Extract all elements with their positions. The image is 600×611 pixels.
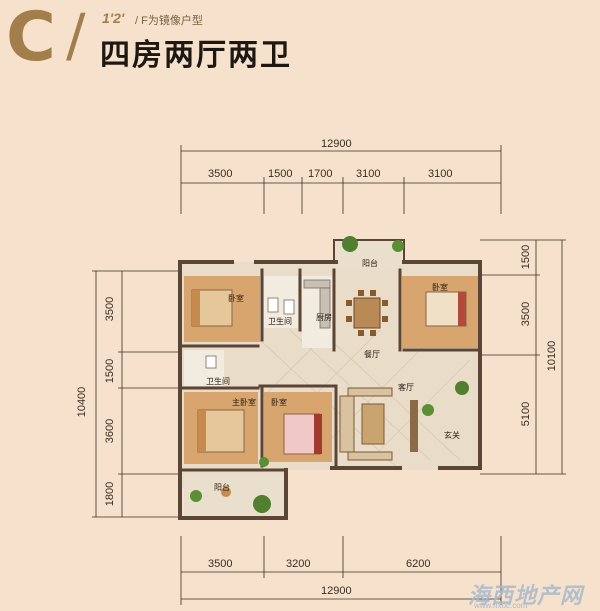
- room-bath-1: 卫生间: [268, 317, 292, 326]
- room-living: 客厅: [398, 383, 414, 392]
- floor-areas: [180, 240, 480, 518]
- left-dimension-lines: [92, 270, 180, 518]
- room-bedroom-ne: 卧室: [432, 283, 448, 292]
- room-balcony-top: 阳台: [362, 259, 378, 268]
- bottom-dimension-lines: [180, 536, 502, 605]
- plan-code: 1'2': [102, 10, 125, 26]
- top-total-dimension: 12900: [321, 138, 352, 150]
- top-dimension-3: 1700: [308, 168, 333, 180]
- top-dimension-1: 3500: [208, 168, 233, 180]
- furniture: [190, 236, 469, 513]
- bottom-dimension-3: 6200: [406, 558, 431, 570]
- header-slash: /: [66, 1, 86, 69]
- top-dimension-lines: [180, 145, 502, 214]
- room-bedroom-mid: 卧室: [271, 398, 287, 407]
- room-balcony-bottom: 阳台: [214, 483, 230, 492]
- room-bedroom-nw: 卧室: [228, 294, 244, 303]
- room-kitchen: 厨房: [316, 313, 332, 322]
- bottom-dimension-1: 3500: [208, 558, 233, 570]
- bottom-total-dimension: 12900: [321, 585, 352, 597]
- bottom-dimension-2: 3200: [286, 558, 311, 570]
- walls: [178, 239, 482, 520]
- room-bath-2: 卫生间: [206, 377, 230, 386]
- left-dimension-2: 1500: [104, 358, 116, 384]
- room-dining: 餐厅: [364, 350, 380, 359]
- right-dimension-3: 5100: [520, 401, 532, 427]
- left-total-dimension: 10400: [76, 386, 88, 418]
- watermark-logo: 海西地产网: [468, 584, 584, 609]
- right-dimension-2: 3500: [520, 301, 532, 327]
- plan-letter: C: [6, 0, 56, 77]
- right-dimension-1: 1500: [520, 244, 532, 270]
- top-dimension-4: 3100: [356, 168, 381, 180]
- room-master-bedroom: 主卧室: [232, 398, 256, 407]
- top-dimension-2: 1500: [268, 168, 293, 180]
- left-dimension-4: 1800: [104, 481, 116, 507]
- room-entrance: 玄关: [444, 431, 460, 440]
- right-dimension-lines: [480, 239, 566, 475]
- mirror-note: / F为镜像户型: [135, 15, 203, 27]
- plan-title: 四房两厅两卫: [100, 38, 292, 73]
- right-total-dimension: 10100: [546, 340, 558, 372]
- left-dimension-3: 3600: [104, 418, 116, 444]
- top-dimension-5: 3100: [428, 168, 453, 180]
- watermark-url: www.hxoc.com: [474, 601, 528, 610]
- left-dimension-1: 3500: [104, 296, 116, 322]
